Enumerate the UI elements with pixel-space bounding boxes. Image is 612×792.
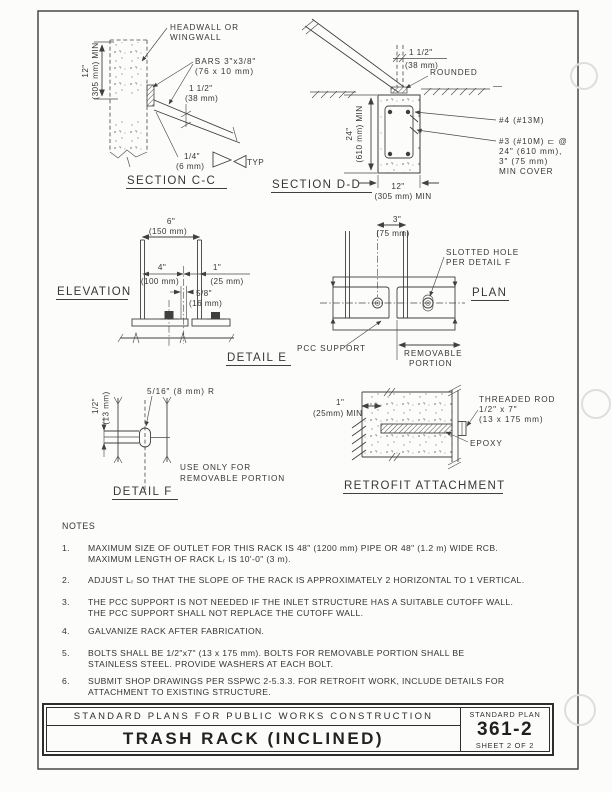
- note-number: 5.: [62, 648, 70, 658]
- dim-block-height-in: 24": [345, 127, 354, 140]
- threaded-rod-label-line2: 1/2" x 7": [479, 405, 518, 414]
- dim-bar-gap-mm: (38 mm): [185, 94, 218, 103]
- retrofit-attachment-drawing: 1" (25mm) MIN THREADED ROD 1/2" x 7" (13…: [313, 384, 555, 494]
- rebar4-label: #4 (#13M): [499, 116, 544, 125]
- note-item-4: 4. GALVANIZE RACK AFTER FABRICATION.: [62, 626, 562, 637]
- note-item-2: 2. ADJUST Lᵣ SO THAT THE SLOPE OF THE RAC…: [62, 575, 562, 586]
- use-only-label-line2: REMOVABLE PORTION: [180, 474, 285, 483]
- pcc-support-label: PCC SUPPORT: [297, 344, 366, 353]
- sheet-border: [37, 10, 579, 770]
- dim-bar-thickness-mm: (13 mm): [102, 391, 111, 424]
- use-only-label-line1: USE ONLY FOR: [180, 463, 251, 472]
- detail-f-drawing: 1/2" (13 mm) 5/16" (8 mm) R USE ONLY FOR…: [91, 387, 285, 500]
- elevation-title: ELEVATION: [57, 286, 132, 298]
- note-number: 2.: [62, 575, 70, 585]
- note-item-3: 3. THE PCC SUPPORT IS NOT NEEDED IF THE I…: [62, 597, 562, 619]
- title-block: STANDARD PLANS FOR PUBLIC WORKS CONSTRUC…: [42, 703, 554, 756]
- dim-slot-mm: (16 mm): [189, 299, 222, 308]
- note-text: MAXIMUM SIZE OF OUTLET FOR THIS RACK IS …: [88, 543, 499, 553]
- note-text: THE PCC SUPPORT SHALL NOT REPLACE THE CU…: [88, 608, 364, 618]
- weld-size-in: 1/4": [184, 152, 200, 161]
- note-item-5: 5. BOLTS SHALL BE 1/2"x7" (13 x 175 mm). …: [62, 648, 562, 670]
- slot-radius-label: 5/16" (8 mm) R: [147, 387, 215, 396]
- epoxy-label: EPOXY: [470, 439, 503, 448]
- section-cc-title: SECTION C-C: [127, 175, 216, 187]
- dim-a-mm: (100 mm): [141, 277, 179, 286]
- weld-typ-label: TYP: [247, 158, 264, 167]
- plan-drawing: 3" (75 mm) SLOTTED HOLE PER DETAIL F PCC…: [297, 215, 519, 368]
- org-name: STANDARD PLANS FOR PUBLIC WORKS CONSTRUC…: [47, 708, 460, 726]
- rebar3-label-line1: #3 (#10M) ⊏ @: [499, 137, 568, 146]
- detail-f-title: DETAIL F: [113, 486, 173, 498]
- note-number: 3.: [62, 597, 70, 607]
- dim-b-in: 1": [213, 263, 221, 272]
- dim-embed-mm: (25mm) MIN: [313, 409, 362, 418]
- rebar3-label-line3: 3" (75 mm): [499, 157, 548, 166]
- note-item-6: 6. SUBMIT SHOP DRAWINGS PER SSPWC 2-5.3.3…: [62, 676, 562, 698]
- dim-block-width-mm: (305 mm) MIN: [374, 192, 431, 201]
- dim-embed-in: 1": [336, 398, 344, 407]
- dim-bolt-offset-in: 3": [393, 215, 401, 224]
- dim-bar-width-in: 1 1/2": [409, 48, 433, 57]
- dim-bar-thickness-in: 1/2": [91, 398, 100, 414]
- sheet-title: TRASH RACK (INCLINED): [122, 728, 385, 748]
- dim-bar-width-mm: (38 mm): [405, 61, 438, 70]
- rounded-label: ROUNDED: [430, 68, 478, 77]
- dim-slot-in: 5/8": [196, 289, 212, 298]
- retrofit-title: RETROFIT ATTACHMENT: [344, 480, 505, 492]
- dim-b-mm: (25 mm): [210, 277, 243, 286]
- plan-number: 361-2: [476, 719, 534, 740]
- note-text: MAXIMUM LENGTH OF RACK Lᵣ IS 10'-0" (3 m…: [88, 554, 291, 564]
- dim-bar-gap-in: 1 1/2": [189, 84, 213, 93]
- detail-e-elevation-drawing: 6" (150 mm) 4" (100 mm) 1" (25 mm) 5/8" …: [56, 217, 291, 366]
- dim-bar-spacing-in: 6": [167, 217, 175, 226]
- dim-block-width-in: 12": [391, 182, 404, 191]
- headwall-label-line1: HEADWALL OR: [170, 23, 239, 32]
- threaded-rod-label-line1: THREADED ROD: [479, 395, 555, 404]
- dim-block-height-mm: (610 mm) MIN: [355, 105, 364, 162]
- note-number: 1.: [62, 543, 70, 553]
- headwall-label-line2: WINGWALL: [170, 33, 221, 42]
- title-block-right: STANDARD PLAN 361-2 SHEET 2 OF 2: [461, 708, 549, 751]
- detail-e-title: DETAIL E: [227, 352, 287, 364]
- removable-portion-label-line1: REMOVABLE: [404, 349, 462, 358]
- section-dd-title: SECTION D-D: [272, 179, 361, 191]
- punch-hole: [581, 389, 611, 419]
- rebar3-label-line4: MIN COVER: [499, 167, 554, 176]
- note-text: STAINLESS STEEL. PROVIDE WASHERS AT EACH…: [88, 659, 334, 669]
- bars-label-line1: BARS 3"x3/8": [195, 57, 256, 66]
- rebar3-label-line2: 24" (610 mm),: [499, 147, 562, 156]
- note-item-1: 1. MAXIMUM SIZE OF OUTLET FOR THIS RACK I…: [62, 543, 562, 565]
- section-dd-drawing: 1 1/2" (38 mm) ROUNDED #4 (#: [271, 18, 568, 201]
- dim-bolt-offset-mm: (75 mm): [376, 229, 409, 238]
- slotted-hole-label-line2: PER DETAIL F: [446, 258, 511, 267]
- threaded-rod-label-line3: (13 x 175 mm): [479, 415, 543, 424]
- dim-wall-depth-in: 12": [81, 64, 90, 77]
- dim-wall-depth-mm: (305 mm) MIN: [91, 42, 100, 99]
- sheet-number-label: SHEET 2 OF 2: [475, 741, 535, 750]
- removable-portion-label-line2: PORTION: [409, 359, 452, 368]
- section-cc-drawing: 12" (305 mm) MIN HEADWALL OR WINGWALL BA…: [81, 23, 264, 189]
- punch-hole: [570, 62, 598, 90]
- dim-bar-spacing-mm: (150 mm): [149, 227, 187, 236]
- note-number: 6.: [62, 676, 70, 686]
- title-block-left: STANDARD PLANS FOR PUBLIC WORKS CONSTRUC…: [47, 708, 461, 751]
- note-text: THE PCC SUPPORT IS NOT NEEDED IF THE INL…: [88, 597, 514, 607]
- note-text: ADJUST Lᵣ SO THAT THE SLOPE OF THE RACK …: [88, 575, 525, 585]
- note-number: 4.: [62, 626, 70, 636]
- plan-title: PLAN: [472, 287, 507, 299]
- note-text: BOLTS SHALL BE 1/2"x7" (13 x 175 mm). BO…: [88, 648, 465, 658]
- note-text: ATTACHMENT TO EXISTING STRUCTURE.: [88, 687, 272, 697]
- bars-label-line2: (76 x 10 mm): [195, 67, 254, 76]
- weld-size-mm: (6 mm): [176, 162, 204, 171]
- standard-plan-label: STANDARD PLAN: [469, 710, 541, 719]
- slotted-hole-label-line1: SLOTTED HOLE: [446, 248, 519, 257]
- note-text: SUBMIT SHOP DRAWINGS PER SSPWC 2-5.3.3. …: [88, 676, 505, 686]
- punch-hole: [564, 694, 596, 726]
- dim-a-in: 4": [158, 263, 166, 272]
- notes-heading: NOTES: [62, 521, 96, 531]
- note-text: GALVANIZE RACK AFTER FABRICATION.: [88, 626, 265, 636]
